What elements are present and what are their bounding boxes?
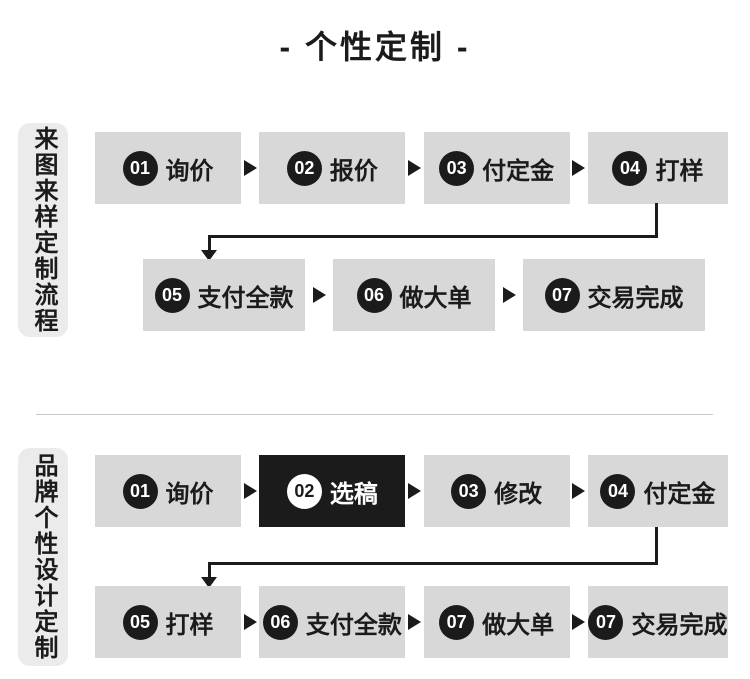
- step-label: 询价: [165, 157, 214, 185]
- step-label: 交易完成: [587, 284, 684, 312]
- arrow-right-triangle: [243, 614, 257, 630]
- step-number-badge: 07: [588, 604, 624, 640]
- step-number-badge: 04: [600, 473, 636, 509]
- page-title: - 个性定制 -: [279, 29, 471, 65]
- arrow-right-triangle: [312, 287, 326, 303]
- arrow-right-icon: [495, 259, 523, 331]
- arrow-right-icon: [405, 132, 423, 204]
- step-label: 付定金: [482, 157, 555, 185]
- step-label: 修改: [494, 480, 543, 508]
- arrow-right-icon: [570, 132, 588, 204]
- arrow-right-icon: [405, 455, 423, 527]
- arrow-right-triangle: [243, 160, 257, 176]
- arrow-right-icon: [305, 259, 333, 331]
- step-number-badge: 05: [122, 604, 158, 640]
- step-label: 支付全款: [197, 284, 294, 312]
- step-number-badge: 07: [439, 604, 475, 640]
- step-number-badge: 04: [612, 150, 648, 186]
- step-number-badge: 01: [122, 150, 158, 186]
- connector-horizontal-line: [208, 562, 658, 565]
- arrow-right-triangle: [243, 483, 257, 499]
- connector-vertical-line: [208, 235, 211, 251]
- arrow-right-icon: [241, 455, 259, 527]
- section-divider: [36, 414, 713, 415]
- step-label: 打样: [655, 157, 704, 185]
- arrow-right-triangle: [407, 483, 421, 499]
- step-label: 做大单: [482, 611, 555, 639]
- step-label: 报价: [329, 157, 378, 185]
- step-label: 做大单: [399, 284, 472, 312]
- arrow-right-triangle: [572, 614, 586, 630]
- step-number-badge: 02: [286, 150, 322, 186]
- step-label: 选稿: [329, 480, 378, 508]
- step-number-badge: 03: [451, 473, 487, 509]
- step-label: 付定金: [643, 480, 716, 508]
- step-number-badge: 01: [122, 473, 158, 509]
- step-number-badge: 02: [286, 473, 322, 509]
- step-label: 交易完成: [631, 611, 728, 639]
- step-label: 询价: [165, 480, 214, 508]
- arrow-right-icon: [241, 132, 259, 204]
- step-label: 打样: [165, 611, 214, 639]
- arrow-right-icon: [570, 586, 588, 658]
- arrow-down-icon: [201, 250, 217, 261]
- step-number-badge: 05: [154, 277, 190, 313]
- connector-vertical-line: [208, 562, 211, 578]
- connector-vertical-line: [655, 527, 658, 565]
- step-number-badge: 07: [544, 277, 580, 313]
- arrow-right-icon: [405, 586, 423, 658]
- sidebar-sample-custom-process: 来图来样定制流程: [18, 123, 68, 337]
- arrow-right-triangle: [407, 160, 421, 176]
- arrow-right-triangle: [407, 614, 421, 630]
- step-number-badge: 06: [262, 604, 298, 640]
- step-number-badge: 03: [439, 150, 475, 186]
- step-label: 支付全款: [305, 611, 402, 639]
- arrow-right-triangle: [572, 160, 586, 176]
- arrow-right-triangle: [572, 483, 586, 499]
- connector-vertical-line: [655, 203, 658, 238]
- arrow-right-icon: [570, 455, 588, 527]
- arrow-right-icon: [241, 586, 259, 658]
- sidebar-brand-design-custom: 品牌个性设计定制: [18, 448, 68, 666]
- connector-horizontal-line: [208, 235, 658, 238]
- arrow-right-triangle: [502, 287, 516, 303]
- step-number-badge: 06: [356, 277, 392, 313]
- arrow-down-icon: [201, 577, 217, 588]
